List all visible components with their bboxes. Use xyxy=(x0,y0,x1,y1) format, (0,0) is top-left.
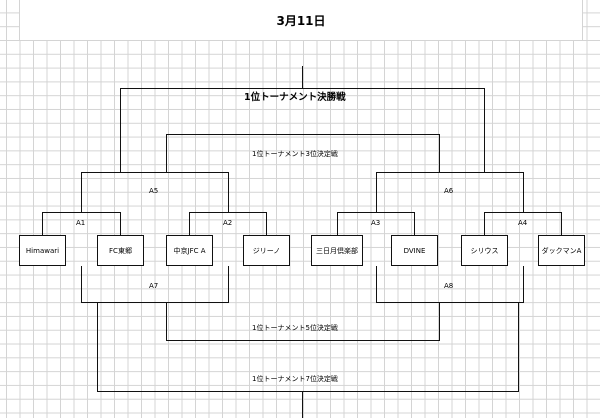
third-place-label: 1位トーナメント3位決定戦 xyxy=(252,150,338,158)
team-box: Himawari xyxy=(19,235,66,266)
fifth-place-label: 1位トーナメント5位決定戦 xyxy=(252,324,338,332)
match-a6-label: A6 xyxy=(444,187,454,195)
team-box: 中京JFC A xyxy=(166,235,213,266)
team-box: ジリーノ xyxy=(243,235,290,266)
match-a5-label: A5 xyxy=(149,187,159,195)
match-a7-label: A7 xyxy=(149,282,159,290)
sheet-title: 3月11日 xyxy=(276,14,326,28)
team-box: シリウス xyxy=(461,235,508,266)
title-band: 3月11日 xyxy=(19,0,583,41)
match-a4-label: A4 xyxy=(518,219,528,227)
match-a2-label: A2 xyxy=(223,219,233,227)
final-label: 1位トーナメント決勝戦 xyxy=(244,92,346,103)
match-a3-label: A3 xyxy=(371,219,381,227)
match-a8-label: A8 xyxy=(444,282,454,290)
seventh-place-label: 1位トーナメント7位決定戦 xyxy=(252,375,338,383)
team-box: ダックマンA xyxy=(538,235,585,266)
team-box: FC東郷 xyxy=(97,235,144,266)
team-box: DVINE xyxy=(391,235,438,266)
team-box: 三日月倶楽部 xyxy=(311,235,363,266)
match-a1-label: A1 xyxy=(76,219,86,227)
